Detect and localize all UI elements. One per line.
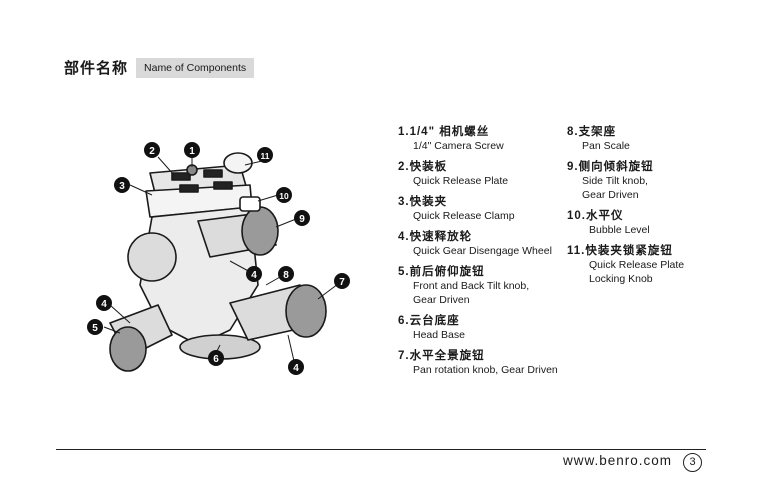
item-name-cn: 云台底座 <box>409 315 460 327</box>
callout-7-badge <box>334 273 350 289</box>
item-name-cn: 侧向倾斜旋钮 <box>578 161 654 173</box>
item-name-cn: 快装夹锁紧旋钮 <box>585 245 673 257</box>
component-item-7: 7.水平全景旋钮 Pan rotation knob, Gear Driven <box>398 349 558 377</box>
callout-4-label-top: 4 <box>251 270 257 281</box>
item-number: 5. <box>398 266 410 278</box>
plate-slot-2 <box>203 169 223 178</box>
item-name-en: Quick Release Clamp <box>413 210 515 222</box>
plate-slot-1 <box>171 172 191 181</box>
item-number: 11. <box>567 245 586 257</box>
component-item-6: 6.云台底座 Head Base <box>398 314 558 342</box>
footer-website-link[interactable]: www.benro.com <box>563 453 673 468</box>
pan-knob-cap <box>285 284 327 338</box>
callout-6-label: 6 <box>213 354 219 365</box>
bubble-level-shape <box>239 196 261 212</box>
callout-11-label: 11 <box>261 151 270 161</box>
item-number: 3. <box>398 196 410 208</box>
item-name-en-line1: Front and Back Tilt knob, <box>413 280 530 292</box>
callout-badges: 1 2 3 11 10 9 7 8 4 4 5 6 4 <box>87 142 350 375</box>
item-number: 1. <box>398 126 410 138</box>
page-number: 3 <box>683 453 702 472</box>
callout-4-badge-bottom <box>288 359 304 375</box>
callout-8-badge <box>278 266 294 282</box>
item-name-cn: 1/4" 相机螺丝 <box>409 126 490 138</box>
clamp-locking-knob-shape <box>223 152 253 174</box>
component-item-11: 11.快装夹锁紧旋钮 Quick Release Plate Locking K… <box>567 244 684 286</box>
item-name-en: Head Base <box>413 329 465 341</box>
geared-head-illustration: 1 2 3 11 10 9 7 8 4 4 5 6 4 <box>87 142 350 375</box>
callout-3-label: 3 <box>119 181 125 192</box>
item-name-en: Pan rotation knob, Gear Driven <box>413 364 558 376</box>
large-gear-disc-shape <box>127 232 177 282</box>
callout-7-label: 7 <box>339 277 345 288</box>
footer-divider <box>56 449 706 450</box>
callout-10-label: 10 <box>279 191 289 201</box>
item-name-cn: 前后俯仰旋钮 <box>409 266 485 278</box>
callout-8-label: 8 <box>283 270 289 281</box>
components-list-right: 8.支架座 Pan Scale 9.侧向倾斜旋钮 Side Tilt knob,… <box>567 125 684 293</box>
plate-slot-4 <box>213 181 233 190</box>
callout-9-label: 9 <box>299 214 305 225</box>
section-title-cn: 部件名称 <box>56 58 137 78</box>
callout-1-label: 1 <box>189 146 195 157</box>
callout-2-label: 2 <box>149 146 155 157</box>
item-name-en-line1: Quick Release Plate <box>589 259 685 271</box>
item-number: 2. <box>398 161 410 173</box>
front-tilt-knob-cap <box>109 326 147 372</box>
item-name-cn: 快速释放轮 <box>409 231 473 243</box>
item-name-en: Quick Release Plate <box>413 175 509 187</box>
component-item-9: 9.侧向倾斜旋钮 Side Tilt knob, Gear Driven <box>567 160 684 202</box>
item-number: 10. <box>567 210 586 222</box>
callout-1-badge <box>184 142 200 158</box>
component-item-3: 3.快装夹 Quick Release Clamp <box>398 195 558 223</box>
item-number: 7. <box>398 350 410 362</box>
components-list-left: 1.1/4" 相机螺丝 1/4" Camera Screw 2.快装板 Quic… <box>398 125 558 384</box>
callout-6-badge <box>208 350 224 366</box>
item-number: 6. <box>398 315 410 327</box>
component-item-8: 8.支架座 Pan Scale <box>567 125 684 153</box>
plate-slot-3 <box>179 184 199 193</box>
item-name-cn: 快装板 <box>409 161 448 173</box>
item-name-en-line2: Gear Driven <box>413 294 470 306</box>
component-item-2: 2.快装板 Quick Release Plate <box>398 160 558 188</box>
component-item-4: 4.快速释放轮 Quick Gear Disengage Wheel <box>398 230 558 258</box>
callout-3-badge <box>114 177 130 193</box>
item-number: 8. <box>567 126 579 138</box>
callout-5-badge <box>87 319 103 335</box>
item-name-cn: 快装夹 <box>409 196 448 208</box>
item-name-en-line1: Side Tilt knob, <box>582 175 648 187</box>
callout-2-badge <box>144 142 160 158</box>
callout-9-badge <box>294 210 310 226</box>
callout-4-badge-top <box>246 266 262 282</box>
callout-11-badge <box>257 147 273 163</box>
side-tilt-knob-cap <box>241 206 279 256</box>
item-name-en: Pan Scale <box>582 140 630 152</box>
component-item-10: 10.水平仪 Bubble Level <box>567 209 684 237</box>
callout-4-label-bottom: 4 <box>293 363 299 374</box>
component-item-5: 5.前后俯仰旋钮 Front and Back Tilt knob, Gear … <box>398 265 558 307</box>
item-name-cn: 水平仪 <box>586 210 624 222</box>
callout-10-badge <box>276 187 292 203</box>
item-name-en-line2: Locking Knob <box>589 273 653 285</box>
callout-4-badge-left <box>96 295 112 311</box>
item-number: 9. <box>567 161 579 173</box>
item-number: 4. <box>398 231 410 243</box>
section-title-en: Name of Components <box>136 58 255 78</box>
item-name-en-line2: Gear Driven <box>582 189 639 201</box>
item-name-en: Quick Gear Disengage Wheel <box>413 245 552 257</box>
component-item-1: 1.1/4" 相机螺丝 1/4" Camera Screw <box>398 125 558 153</box>
item-name-en: Bubble Level <box>589 224 650 236</box>
item-name-en: 1/4" Camera Screw <box>413 140 504 152</box>
callout-4-label-left: 4 <box>101 299 107 310</box>
section-header: 部件名称 Name of Components <box>56 58 255 78</box>
item-name-cn: 支架座 <box>578 126 617 138</box>
item-name-cn: 水平全景旋钮 <box>409 350 485 362</box>
callout-5-label: 5 <box>92 323 98 334</box>
